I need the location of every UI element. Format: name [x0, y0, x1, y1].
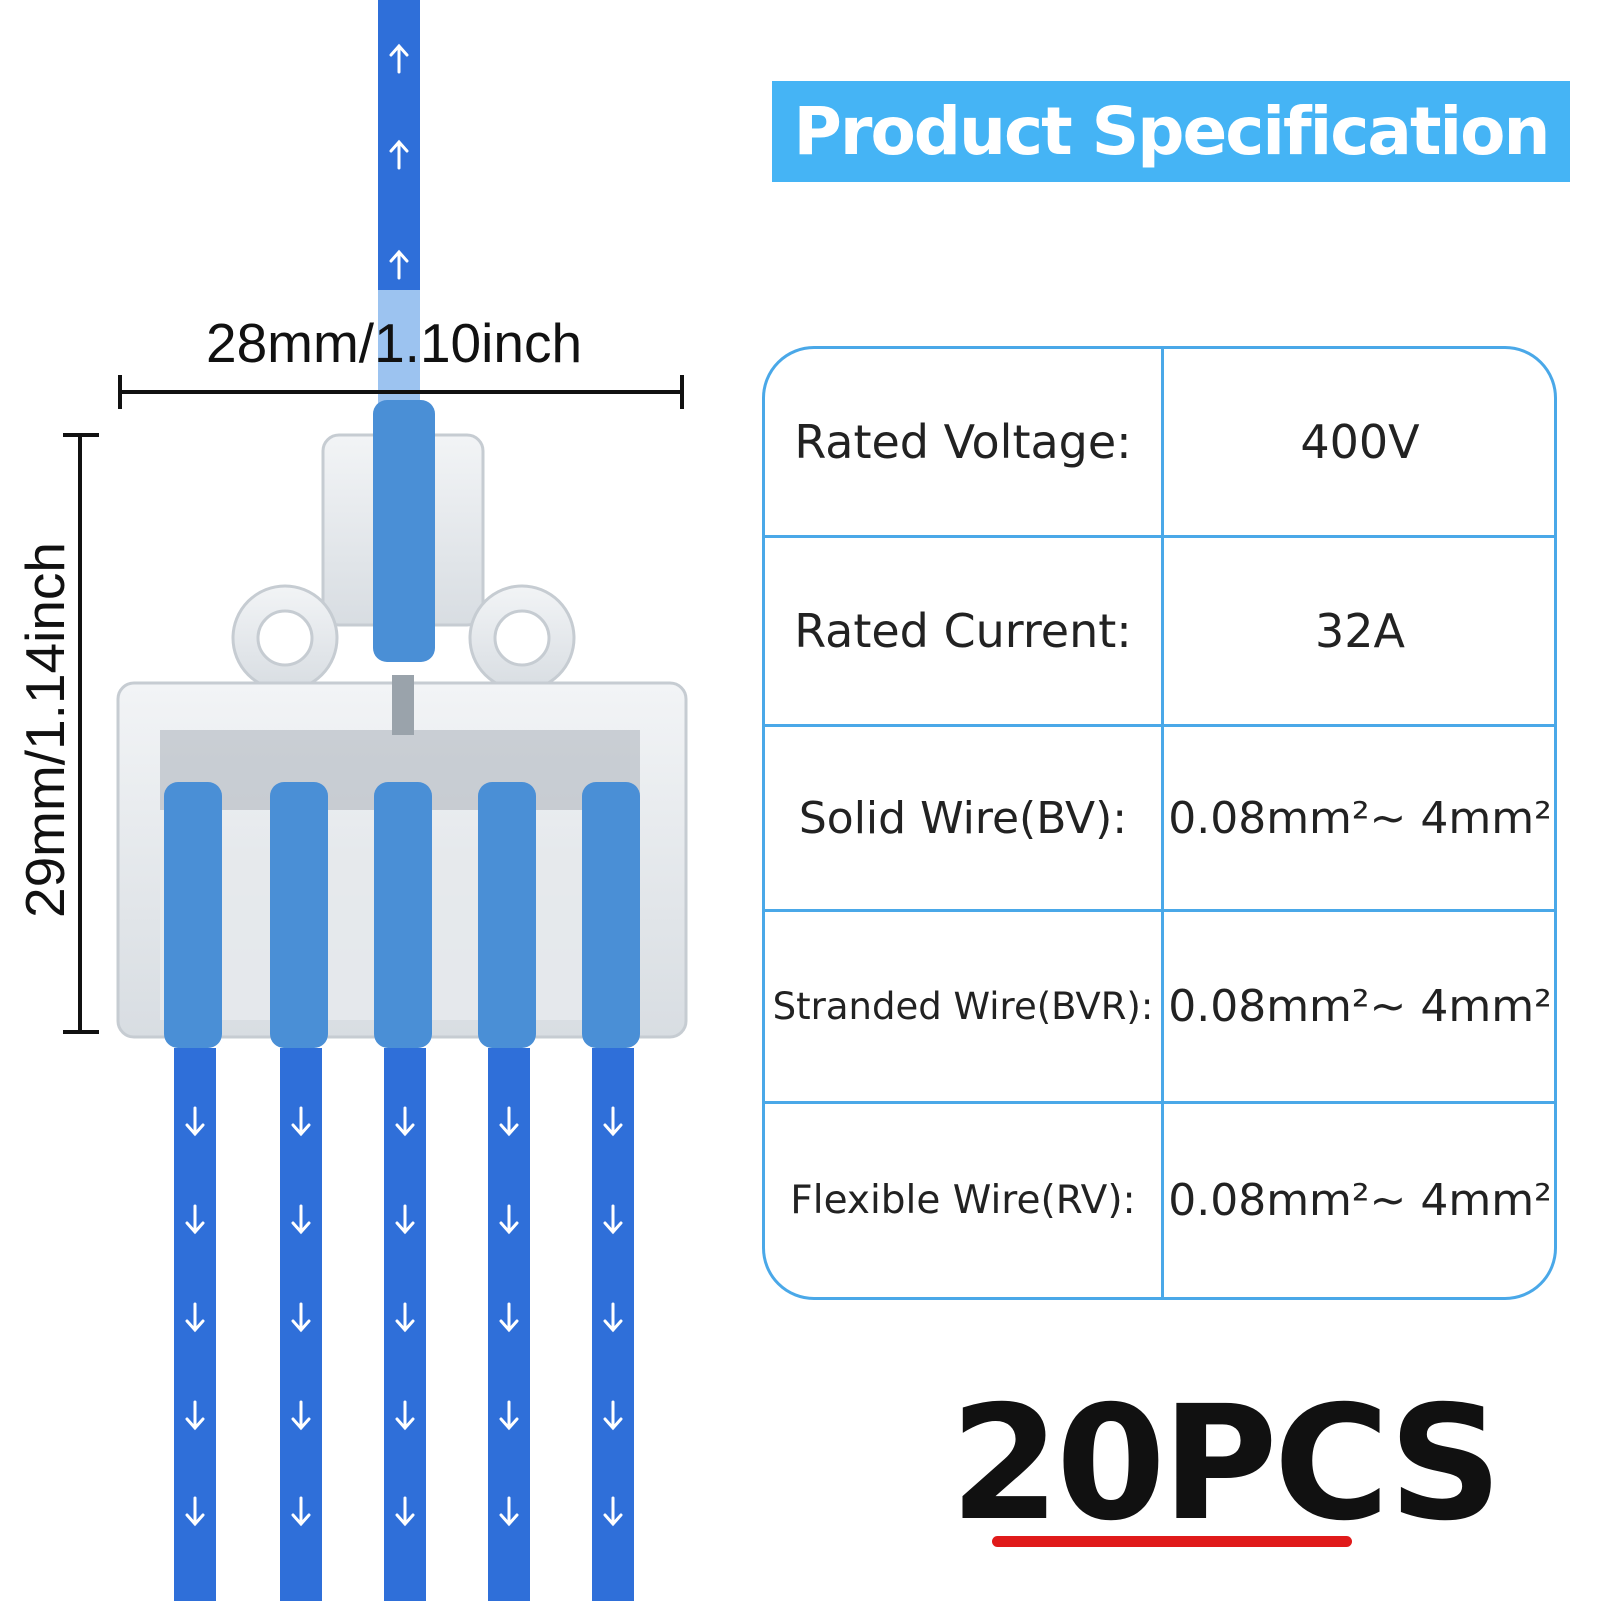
width-dimension-line — [118, 375, 684, 409]
arrow-down-icon — [499, 1106, 519, 1137]
arrow-down-icon — [499, 1400, 519, 1431]
arrow-down-icon — [603, 1400, 623, 1431]
arrow-down-icon — [499, 1302, 519, 1333]
arrow-up-icon — [389, 249, 409, 280]
arrow-down-icon — [603, 1496, 623, 1527]
spec-value-rated-voltage: 400V — [1300, 415, 1420, 469]
spec-value-rated-current: 32A — [1314, 604, 1405, 658]
spec-table: Rated Voltage: 400V Rated Current: 32A S… — [762, 346, 1557, 1300]
quantity-label: 20PCS — [950, 1372, 1502, 1556]
arrow-down-icon — [395, 1400, 415, 1431]
product-specification-banner: Product Specification — [772, 81, 1570, 182]
arrow-down-icon — [395, 1106, 415, 1137]
spec-label-solid-wire: Solid Wire(BV): — [798, 792, 1128, 844]
spec-value-flexible-wire: 0.08mm²~ 4mm² — [1168, 1175, 1552, 1226]
row-divider — [765, 909, 1554, 912]
arrow-down-icon — [291, 1400, 311, 1431]
bottom-wires — [174, 1048, 634, 1601]
arrow-up-icon — [389, 139, 409, 170]
arrow-down-icon — [291, 1496, 311, 1527]
banner-title: Product Specification — [793, 93, 1551, 170]
height-dimension-line — [63, 433, 99, 1034]
arrow-down-icon — [603, 1106, 623, 1137]
spec-value-solid-wire: 0.08mm²~ 4mm² — [1168, 792, 1552, 844]
width-dimension-label: 28mm/1.10inch — [206, 312, 583, 374]
spec-label-rated-voltage: Rated Voltage: — [794, 415, 1132, 469]
arrow-down-icon — [185, 1106, 205, 1137]
arrow-down-icon — [395, 1204, 415, 1235]
arrow-down-icon — [603, 1204, 623, 1235]
column-divider — [1161, 349, 1164, 1297]
quantity-underline — [992, 1536, 1352, 1547]
spec-label-stranded-wire: Stranded Wire(BVR): — [772, 985, 1154, 1028]
spec-label-rated-current: Rated Current: — [794, 604, 1132, 658]
arrow-down-icon — [291, 1204, 311, 1235]
arrow-down-icon — [291, 1302, 311, 1333]
arrow-down-icon — [499, 1204, 519, 1235]
arrow-down-icon — [185, 1302, 205, 1333]
connector-body — [116, 400, 688, 1048]
arrow-down-icon — [185, 1400, 205, 1431]
arrow-down-icon — [291, 1106, 311, 1137]
height-dimension-label: 29mm/1.14inch — [14, 541, 76, 919]
spec-label-flexible-wire: Flexible Wire(RV): — [790, 1178, 1136, 1223]
arrow-down-icon — [185, 1204, 205, 1235]
arrow-down-icon — [499, 1496, 519, 1527]
top-wire — [378, 0, 420, 410]
row-divider — [765, 1101, 1554, 1104]
row-divider — [765, 724, 1554, 727]
arrow-up-icon — [389, 43, 409, 74]
connector-illustration — [63, 0, 688, 1601]
arrow-down-icon — [603, 1302, 623, 1333]
spec-value-stranded-wire: 0.08mm²~ 4mm² — [1168, 981, 1552, 1032]
arrow-down-icon — [395, 1496, 415, 1527]
arrow-down-icon — [395, 1302, 415, 1333]
row-divider — [765, 535, 1554, 538]
arrow-down-icon — [185, 1496, 205, 1527]
